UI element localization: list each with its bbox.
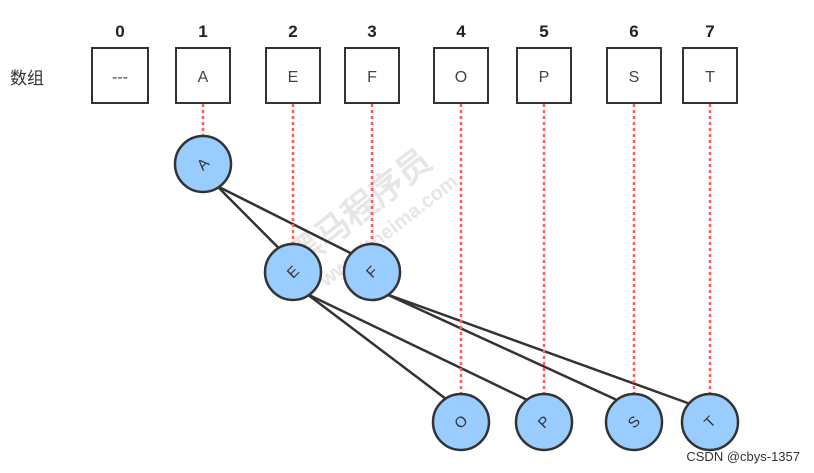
array-cell xyxy=(433,47,489,104)
tree-node xyxy=(431,392,491,452)
index-label: 3 xyxy=(367,22,376,41)
array-cell xyxy=(344,47,400,104)
tree-edge xyxy=(306,292,537,406)
array-cell xyxy=(516,47,572,104)
array-cell xyxy=(175,47,231,104)
array-cell-value: E xyxy=(288,69,299,86)
array-label: 数组 xyxy=(10,69,44,88)
tree-edge xyxy=(216,184,353,256)
tree-node xyxy=(680,392,740,452)
index-label: 4 xyxy=(456,22,466,41)
tree-node xyxy=(173,134,233,194)
array-cell-value: A xyxy=(198,69,209,86)
index-label: 1 xyxy=(198,22,207,41)
tree-node xyxy=(514,392,574,452)
array-cell xyxy=(682,47,738,104)
index-label: 2 xyxy=(288,22,297,41)
tree-edge xyxy=(306,293,454,405)
array-cell xyxy=(606,47,662,104)
index-label: 0 xyxy=(115,22,124,41)
index-label: 6 xyxy=(629,22,638,41)
array-cell-value: O xyxy=(455,69,467,86)
tree-edge xyxy=(216,185,286,255)
tree-node xyxy=(342,242,402,302)
tree-node xyxy=(604,392,664,452)
array-cell-value: S xyxy=(629,69,640,86)
array-cell-value: --- xyxy=(112,69,128,86)
array-cell-value: P xyxy=(539,69,550,86)
index-label: 7 xyxy=(705,22,714,41)
tree-node xyxy=(263,242,323,302)
array-cell xyxy=(265,47,321,104)
tree-edge xyxy=(385,292,627,406)
tree-edge xyxy=(385,292,691,406)
array-cell-value: F xyxy=(367,69,377,86)
array-cell xyxy=(91,47,149,104)
index-label: 5 xyxy=(539,22,548,41)
array-cell-value: T xyxy=(705,69,715,86)
credit-text: CSDN @cbys-1357 xyxy=(686,449,800,464)
